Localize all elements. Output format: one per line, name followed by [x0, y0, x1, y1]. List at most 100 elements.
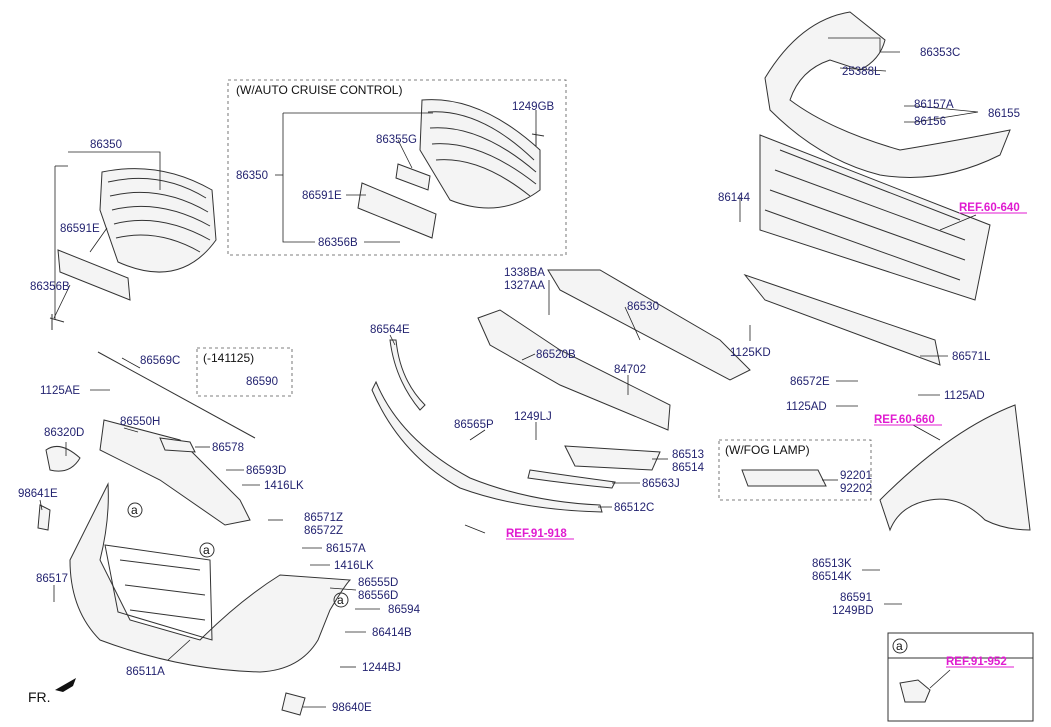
- ref-91-952[interactable]: REF.91-952: [946, 656, 1007, 668]
- fog-lamp-header: (W/FOG LAMP): [725, 443, 810, 457]
- label-86594: 86594: [388, 604, 421, 616]
- label-86520B: 86520B: [536, 349, 576, 361]
- strip-86569C: [97, 351, 256, 439]
- label-1125AD-right: 1125AD: [944, 390, 985, 402]
- label-86512C: 86512C: [614, 502, 654, 514]
- bolt-86356B: [49, 314, 65, 330]
- label-86157A-b: 86157A: [326, 543, 366, 555]
- label-86511A: 86511A: [126, 666, 165, 678]
- label-86571Z: 86571Z: [304, 512, 343, 524]
- bracket-86591E: [57, 249, 131, 301]
- label-86572E: 86572E: [790, 376, 830, 388]
- label-86320D: 86320D: [44, 427, 84, 439]
- bumper-86511A: [69, 482, 352, 673]
- label-86517: 86517: [36, 573, 68, 585]
- label-86144: 86144: [718, 192, 751, 204]
- ref-60-660[interactable]: REF.60-660: [874, 414, 935, 426]
- label-1249GB: 1249GB: [512, 101, 555, 113]
- svg-text:a: a: [896, 639, 903, 653]
- bracket-86578: [159, 437, 196, 453]
- label-86550H: 86550H: [120, 416, 160, 428]
- sensor-inset: [899, 679, 931, 703]
- label-86513: 86513: [672, 449, 704, 461]
- bracket-86355G: [395, 163, 431, 191]
- label-1338BA: 1338BA: [504, 267, 545, 279]
- absorber-86520B: [477, 309, 671, 431]
- label-92201: 92201: [840, 470, 872, 482]
- label-86356B-cruise: 86356B: [318, 237, 358, 249]
- label-86569C: 86569C: [140, 355, 180, 367]
- label-86591E-cruise: 86591E: [302, 190, 342, 202]
- label-86591E: 86591E: [60, 223, 100, 235]
- fender: [879, 404, 1031, 532]
- fog-lamp-box: [718, 439, 872, 501]
- label-1416LK-b: 1416LK: [334, 560, 374, 572]
- label-86513K: 86513K: [812, 558, 852, 570]
- label-86591: 86591: [840, 592, 872, 604]
- label-86514: 86514: [672, 462, 705, 474]
- molding-86563J: [527, 469, 616, 489]
- label-86565P: 86565P: [454, 419, 494, 431]
- label-86571L: 86571L: [952, 351, 991, 363]
- bracket-86591E-cruise: [357, 182, 437, 239]
- carrier-assembly: [743, 134, 991, 366]
- label-86530: 86530: [627, 301, 659, 313]
- svg-text:a: a: [131, 503, 138, 517]
- cruise-control-box: [227, 79, 567, 256]
- fr-arrow-icon: [55, 678, 76, 692]
- cover-86353C: [764, 11, 1011, 178]
- svg-text:a: a: [203, 543, 210, 557]
- label-86414B: 86414B: [372, 627, 412, 639]
- box-141125-header: (-141125): [203, 351, 254, 365]
- label-1125AE: 1125AE: [40, 385, 80, 397]
- label-1244BJ: 1244BJ: [362, 662, 401, 674]
- label-1249BD: 1249BD: [832, 605, 874, 617]
- inset-box-a: [887, 632, 1034, 722]
- bracket-86320D: [45, 445, 81, 472]
- grille-86350-cruise: [419, 99, 541, 209]
- circle-marker-a3: a: [333, 592, 349, 608]
- bolt-1249GB: [531, 132, 545, 146]
- label-86578: 86578: [212, 442, 244, 454]
- label-84702: 84702: [614, 364, 646, 376]
- label-86556D: 86556D: [358, 590, 398, 602]
- label-86355G: 86355G: [376, 134, 417, 146]
- label-86593D: 86593D: [246, 465, 286, 477]
- cover-98640E: [281, 692, 306, 716]
- label-86564E: 86564E: [370, 324, 410, 336]
- svg-text:a: a: [337, 593, 344, 607]
- label-92202: 92202: [840, 483, 872, 495]
- label-1416LK-a: 1416LK: [264, 480, 304, 492]
- beam-86530: [547, 269, 751, 381]
- label-1327AA: 1327AA: [504, 280, 545, 292]
- label-86563J: 86563J: [642, 478, 680, 490]
- label-86157A: 86157A: [914, 99, 954, 111]
- label-86353C: 86353C: [920, 47, 960, 59]
- label-1125KD: 1125KD: [730, 347, 771, 359]
- circle-marker-a-inset: a: [892, 638, 908, 654]
- label-86572Z: 86572Z: [304, 525, 343, 537]
- ref-91-918[interactable]: REF.91-918: [506, 528, 567, 540]
- label-86356B: 86356B: [30, 281, 70, 293]
- cruise-control-header: (W/AUTO CRUISE CONTROL): [236, 83, 402, 97]
- label-86156: 86156: [914, 116, 946, 128]
- leader-lines: [39, 37, 979, 708]
- circle-marker-a2: a: [199, 542, 215, 558]
- grille-86350: [99, 168, 217, 273]
- label-86350-cruise: 86350: [236, 170, 268, 182]
- lip-86512C: [371, 380, 603, 513]
- label-98641E: 98641E: [18, 488, 58, 500]
- label-86590: 86590: [246, 376, 278, 388]
- label-98640E: 98640E: [332, 702, 372, 714]
- fog-lamp-92201: [741, 469, 827, 487]
- label-86155: 86155: [988, 108, 1020, 120]
- fr-label: FR.: [28, 689, 51, 705]
- ref-60-640[interactable]: REF.60-640: [959, 202, 1020, 214]
- label-86555D: 86555D: [358, 577, 398, 589]
- label-86514K: 86514K: [812, 571, 852, 583]
- label-86350: 86350: [90, 139, 122, 151]
- label-1249LJ: 1249LJ: [514, 411, 552, 423]
- bracket-86550H: [99, 419, 251, 526]
- trim-86564E: [389, 339, 426, 411]
